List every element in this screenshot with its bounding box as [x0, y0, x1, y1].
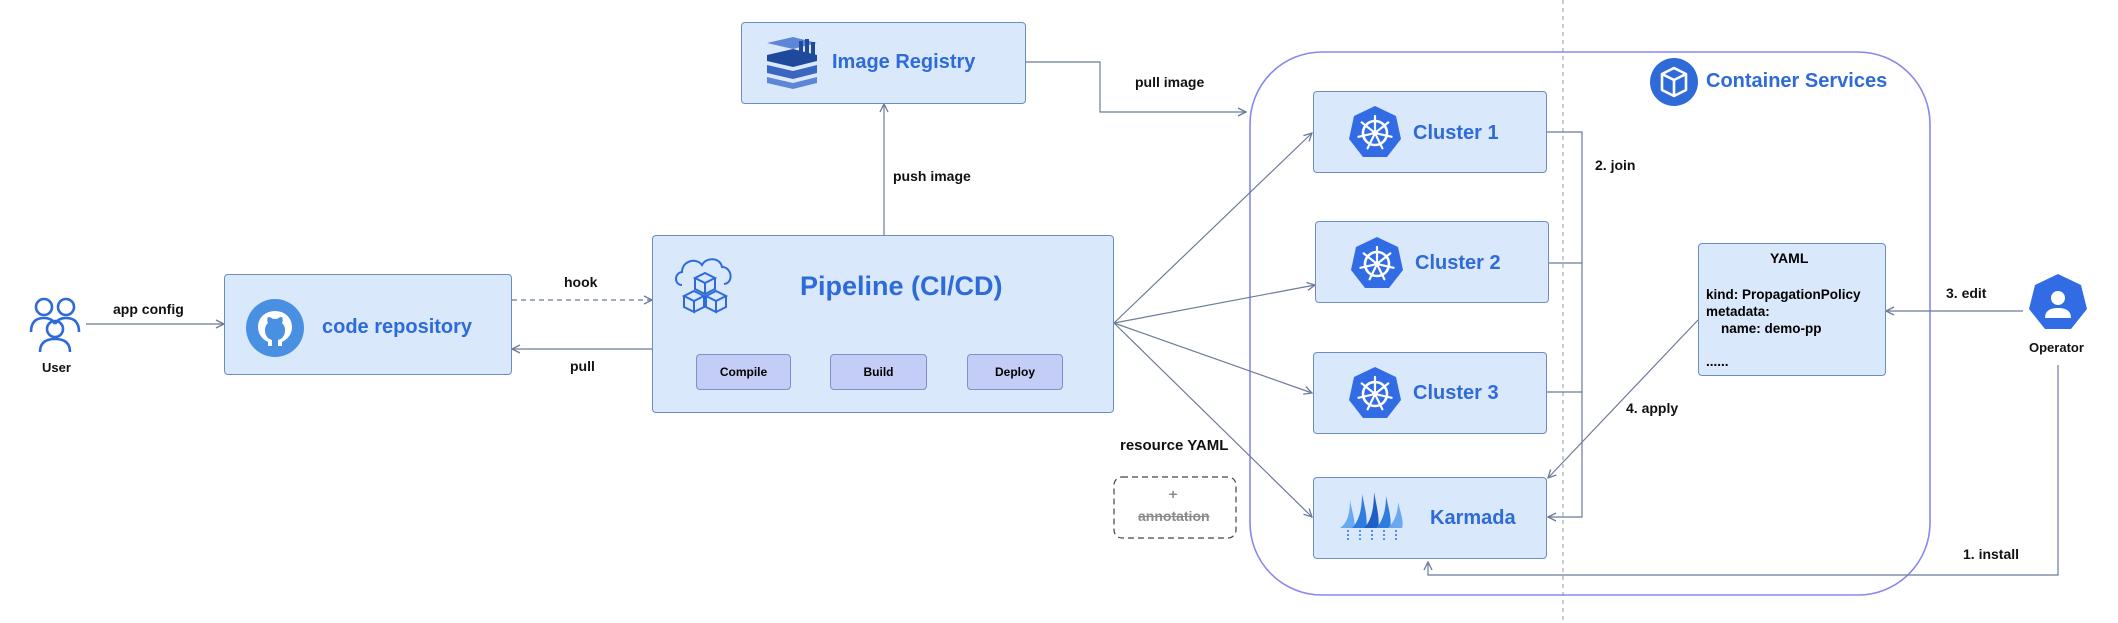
image-registry-title: Image Registry [832, 51, 976, 73]
kubernetes-wheel-icon [1349, 235, 1405, 292]
edge-label-resource-yaml: resource YAML [1120, 437, 1229, 454]
users-icon [28, 294, 84, 353]
build-stage-button[interactable]: Build [830, 354, 927, 390]
yaml-title: YAML [1770, 250, 1809, 266]
edge-label-apply: 4. apply [1626, 400, 1679, 416]
edge-label-pull: pull [570, 358, 595, 374]
edge-pipeline-cluster1 [1113, 133, 1312, 324]
annotation-box [1113, 476, 1237, 539]
operator-label: Operator [2029, 340, 2084, 355]
registry-stack-icon [763, 35, 821, 89]
edge-label-join: 2. join [1595, 157, 1636, 173]
kubernetes-wheel-icon [1347, 365, 1403, 422]
cluster-3-title: Cluster 3 [1413, 382, 1499, 404]
edge-pipeline-cluster3 [1113, 322, 1312, 393]
image-registry-node[interactable] [741, 22, 1026, 104]
yaml-line-ellipsis: ...... [1706, 354, 1729, 369]
compile-stage-button[interactable]: Compile [696, 354, 791, 390]
edge-install [1428, 365, 2059, 576]
yaml-node[interactable] [1698, 243, 1886, 376]
container-box-icon [1650, 58, 1698, 106]
yaml-line-kind: kind: PropagationPolicy [1706, 287, 1861, 302]
container-services-title: Container Services [1706, 70, 1888, 92]
cloud-cubes-icon [672, 251, 738, 317]
edge-pipeline-karmada [1113, 322, 1312, 517]
edge-join-cluster1 [1547, 131, 1583, 517]
kubernetes-wheel-icon [1347, 104, 1403, 161]
cluster-1-title: Cluster 1 [1413, 122, 1499, 144]
deploy-stage-button[interactable]: Deploy [967, 354, 1063, 390]
annotation-text: annotation [1138, 508, 1210, 524]
edge-label-push-image: push image [893, 168, 971, 184]
cluster-2-title: Cluster 2 [1415, 252, 1501, 274]
annotation-plus: + [1169, 486, 1178, 502]
user-label: User [42, 360, 71, 375]
code-repository-title: code repository [322, 316, 473, 338]
container-services-group [1249, 51, 1931, 596]
edge-apply [1548, 319, 1699, 478]
yaml-line-name: name: demo-pp [1706, 321, 1822, 336]
edge-label-edit: 3. edit [1946, 285, 1987, 301]
operator-badge-icon [2027, 272, 2089, 334]
edge-label-hook: hook [564, 274, 598, 290]
pipeline-title: Pipeline (CI/CD) [800, 271, 1003, 301]
karmada-sails-icon [1338, 490, 1410, 542]
github-icon [246, 299, 304, 357]
edge-label-app-config: app config [113, 301, 184, 317]
karmada-title: Karmada [1430, 507, 1516, 529]
edge-label-install: 1. install [1963, 546, 2020, 562]
edge-pull-image [1026, 61, 1246, 112]
edge-label-pull-image: pull image [1135, 74, 1205, 90]
yaml-line-metadata: metadata: [1706, 304, 1770, 319]
edge-pipeline-cluster2 [1113, 285, 1315, 324]
edges [86, 61, 2059, 576]
